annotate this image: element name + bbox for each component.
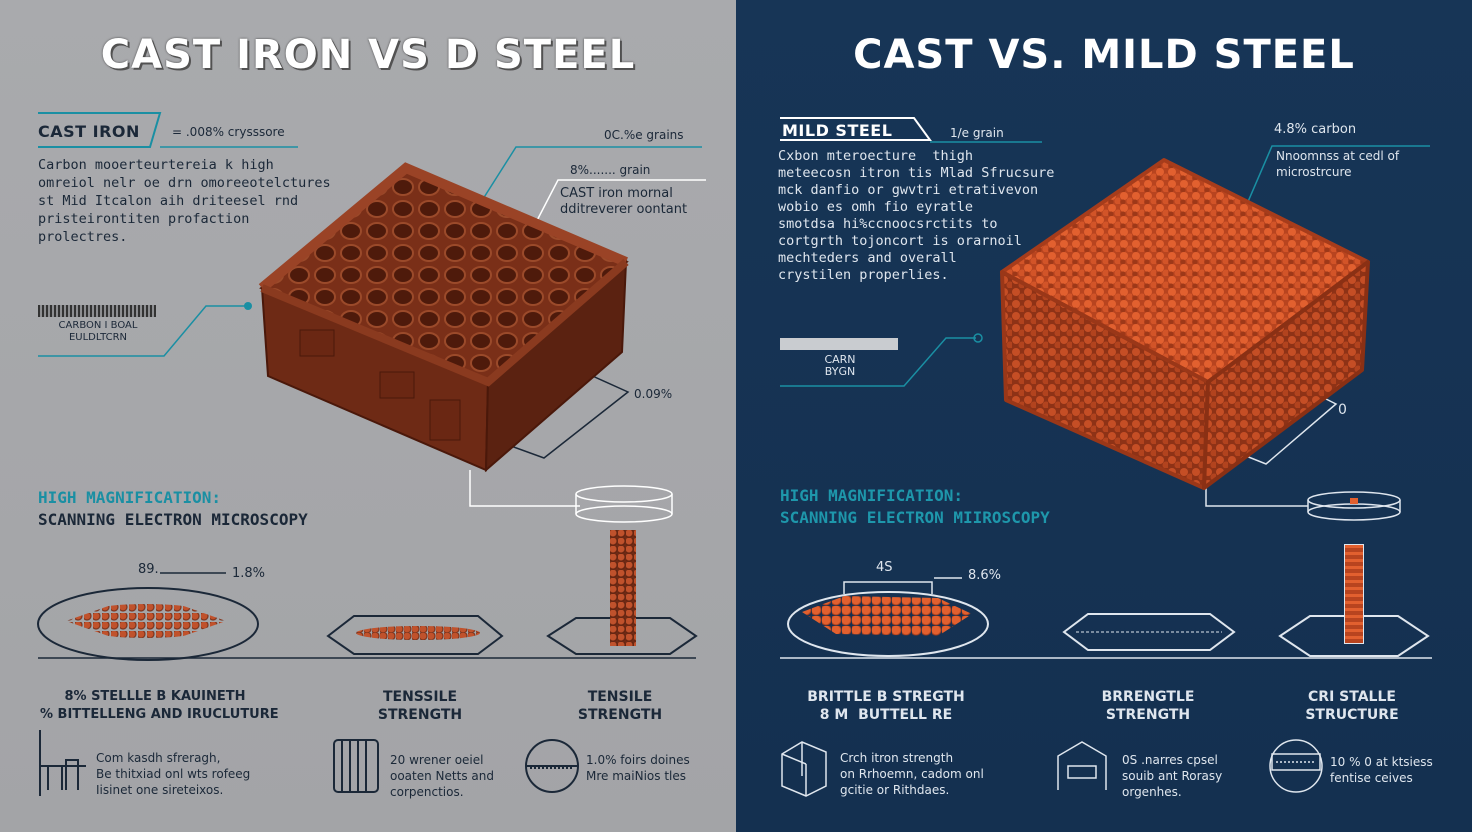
cast-iron-panel: CAST IRON VS D STEEL CARBON I BOAL EULDL… — [0, 0, 736, 832]
left-caption-2: TENSSILE STRENGTH — [377, 689, 463, 723]
left-description: Carbon mooerteurtereia k high omreiol ne… — [38, 157, 331, 245]
right-pct-block: 0 — [1338, 402, 1347, 418]
right-title: CAST VS. MILD STEEL — [853, 32, 1355, 78]
left-label-note: = .008% crysssore — [172, 125, 285, 139]
gauge-icon — [525, 739, 579, 793]
left-title: CAST IRON VS D STEEL — [100, 32, 636, 78]
left-callout-grains: 0C.%e grains — [604, 128, 684, 142]
left-callout-content: CAST iron mornal dditreverer oontant — [560, 186, 688, 217]
right-label-note: 1/e grain — [950, 126, 1004, 140]
left-bottom-icons — [39, 730, 579, 796]
left-tag-plate — [38, 305, 156, 317]
right-tag-plate — [780, 338, 898, 350]
right-section-heading-1: HIGH MAGNIFICATION: — [780, 486, 964, 505]
left-sample-particles-2 — [356, 626, 480, 640]
right-callout-carbon: 4.8% carbon — [1274, 122, 1357, 137]
right-diagram-lines — [780, 117, 1432, 659]
right-note-1: Crch itron strength on Rrhoemn, cadom on… — [840, 751, 984, 797]
right-measure-right: 8.6% — [968, 568, 1002, 583]
right-tag-text: CARN BYGN — [824, 353, 856, 378]
pillar-icon — [333, 739, 379, 793]
cube-icon — [781, 741, 827, 797]
left-measure-right: 1.8% — [232, 566, 266, 581]
right-caption-2: BRRENGTLE STRENGTH — [1101, 689, 1195, 723]
mild-steel-cube-illustration — [1000, 158, 1370, 490]
left-material-label: CAST IRON — [38, 122, 140, 141]
right-caption-3: CRI STALLE STRUCTURE — [1305, 689, 1399, 723]
cast-iron-block-illustration — [258, 162, 629, 473]
left-measure-left: 89. — [138, 562, 159, 577]
right-material-label: MILD STEEL — [782, 121, 893, 140]
right-note-3: 10 % 0 at ktsiess fentise ceives — [1330, 755, 1433, 785]
right-callout-note: Nnoomnss at cedl of microstrcure — [1276, 149, 1400, 179]
right-sample-particles-1 — [802, 596, 972, 636]
right-description: Cxbon mteroecture thigh meteecosn itron … — [778, 148, 1055, 283]
left-section-heading-1: HIGH MAGNIFICATION: — [38, 488, 222, 507]
right-bottom-icons — [781, 739, 1323, 797]
left-note-2: 20 wrener oeiel ooaten Netts and corpenc… — [390, 753, 494, 799]
dial-icon — [1269, 739, 1323, 793]
left-diagram-lines — [37, 112, 702, 661]
right-caption-1: BRITTLE B STREGTH 8 M BUTTELL RE — [807, 689, 965, 723]
left-note-1: Com kasdh sfreragh, Be thitxiad onl wts … — [96, 751, 251, 797]
right-disc-mark — [1350, 498, 1358, 504]
right-section-heading-2: SCANNING ELECTRON MIIROSCOPY — [780, 508, 1050, 527]
building-icon — [1057, 741, 1107, 790]
right-note-2: 0S .narres cpsel souib ant Rorasy orgenh… — [1122, 753, 1223, 799]
left-caption-3: TENSILE STRENGTH — [577, 689, 663, 723]
mild-steel-panel: CAST VS. MILD STEEL CARN BYGN — [736, 0, 1472, 832]
left-callout-grain: 8%....... grain — [570, 163, 651, 177]
right-measure-left: 4S — [876, 560, 893, 575]
bar-graph-icon — [39, 730, 86, 796]
left-note-3: 1.0% foirs doines Mre maiNios tles — [586, 753, 690, 783]
left-caption-1: 8% STELLLE B KAUINETH % BITTELLENG AND I… — [40, 689, 279, 722]
left-section-heading-2: SCANNING ELECTRON MICROSCOPY — [38, 510, 308, 529]
left-sample-column — [610, 530, 636, 646]
left-tag-text: CARBON I BOAL EULDLTCRN — [58, 320, 138, 343]
left-pct-block: 0.09% — [634, 387, 673, 401]
right-sample-column — [1344, 544, 1364, 644]
